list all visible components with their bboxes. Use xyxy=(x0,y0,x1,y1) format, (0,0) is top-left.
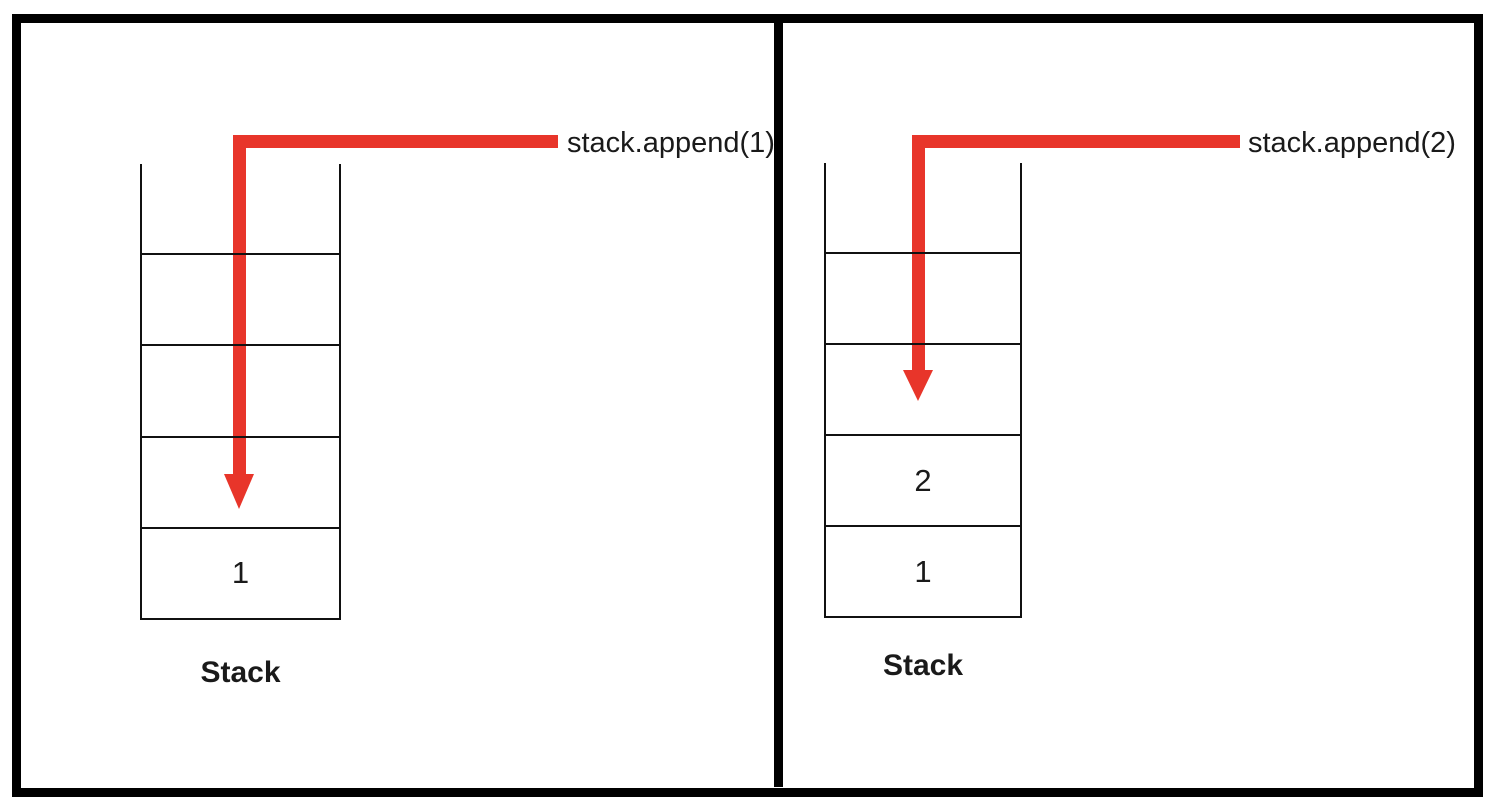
stack-cell xyxy=(142,344,339,435)
stack-cell: 1 xyxy=(826,525,1020,616)
stack-cell xyxy=(142,253,339,344)
code-label: stack.append(2) xyxy=(1248,127,1456,159)
stack-cell xyxy=(142,164,339,253)
arrow-down-icon xyxy=(224,474,254,509)
panel-append-1: stack.append(1) 1 Stack xyxy=(21,23,775,787)
arrow-horizontal-segment xyxy=(912,135,1240,148)
arrow-vertical-segment xyxy=(233,135,246,474)
stack-container: 1 xyxy=(140,164,341,620)
stack-cell: 1 xyxy=(142,526,339,618)
arrow-down-icon xyxy=(903,370,933,401)
stack-container: 2 1 xyxy=(824,163,1022,618)
stack-cell: 2 xyxy=(826,434,1020,525)
panel-append-2: stack.append(2) 2 1 Stack xyxy=(783,23,1474,787)
arrow-horizontal-segment xyxy=(233,135,558,148)
panel-divider xyxy=(774,23,783,787)
stack-caption: Stack xyxy=(882,649,964,682)
stack-cell xyxy=(826,163,1020,252)
stack-cell xyxy=(142,435,339,527)
code-label: stack.append(1) xyxy=(567,127,775,159)
stack-cell xyxy=(826,252,1020,343)
stack-caption: Stack xyxy=(200,656,281,689)
outer-border xyxy=(12,14,1483,797)
stack-cell xyxy=(826,343,1020,434)
